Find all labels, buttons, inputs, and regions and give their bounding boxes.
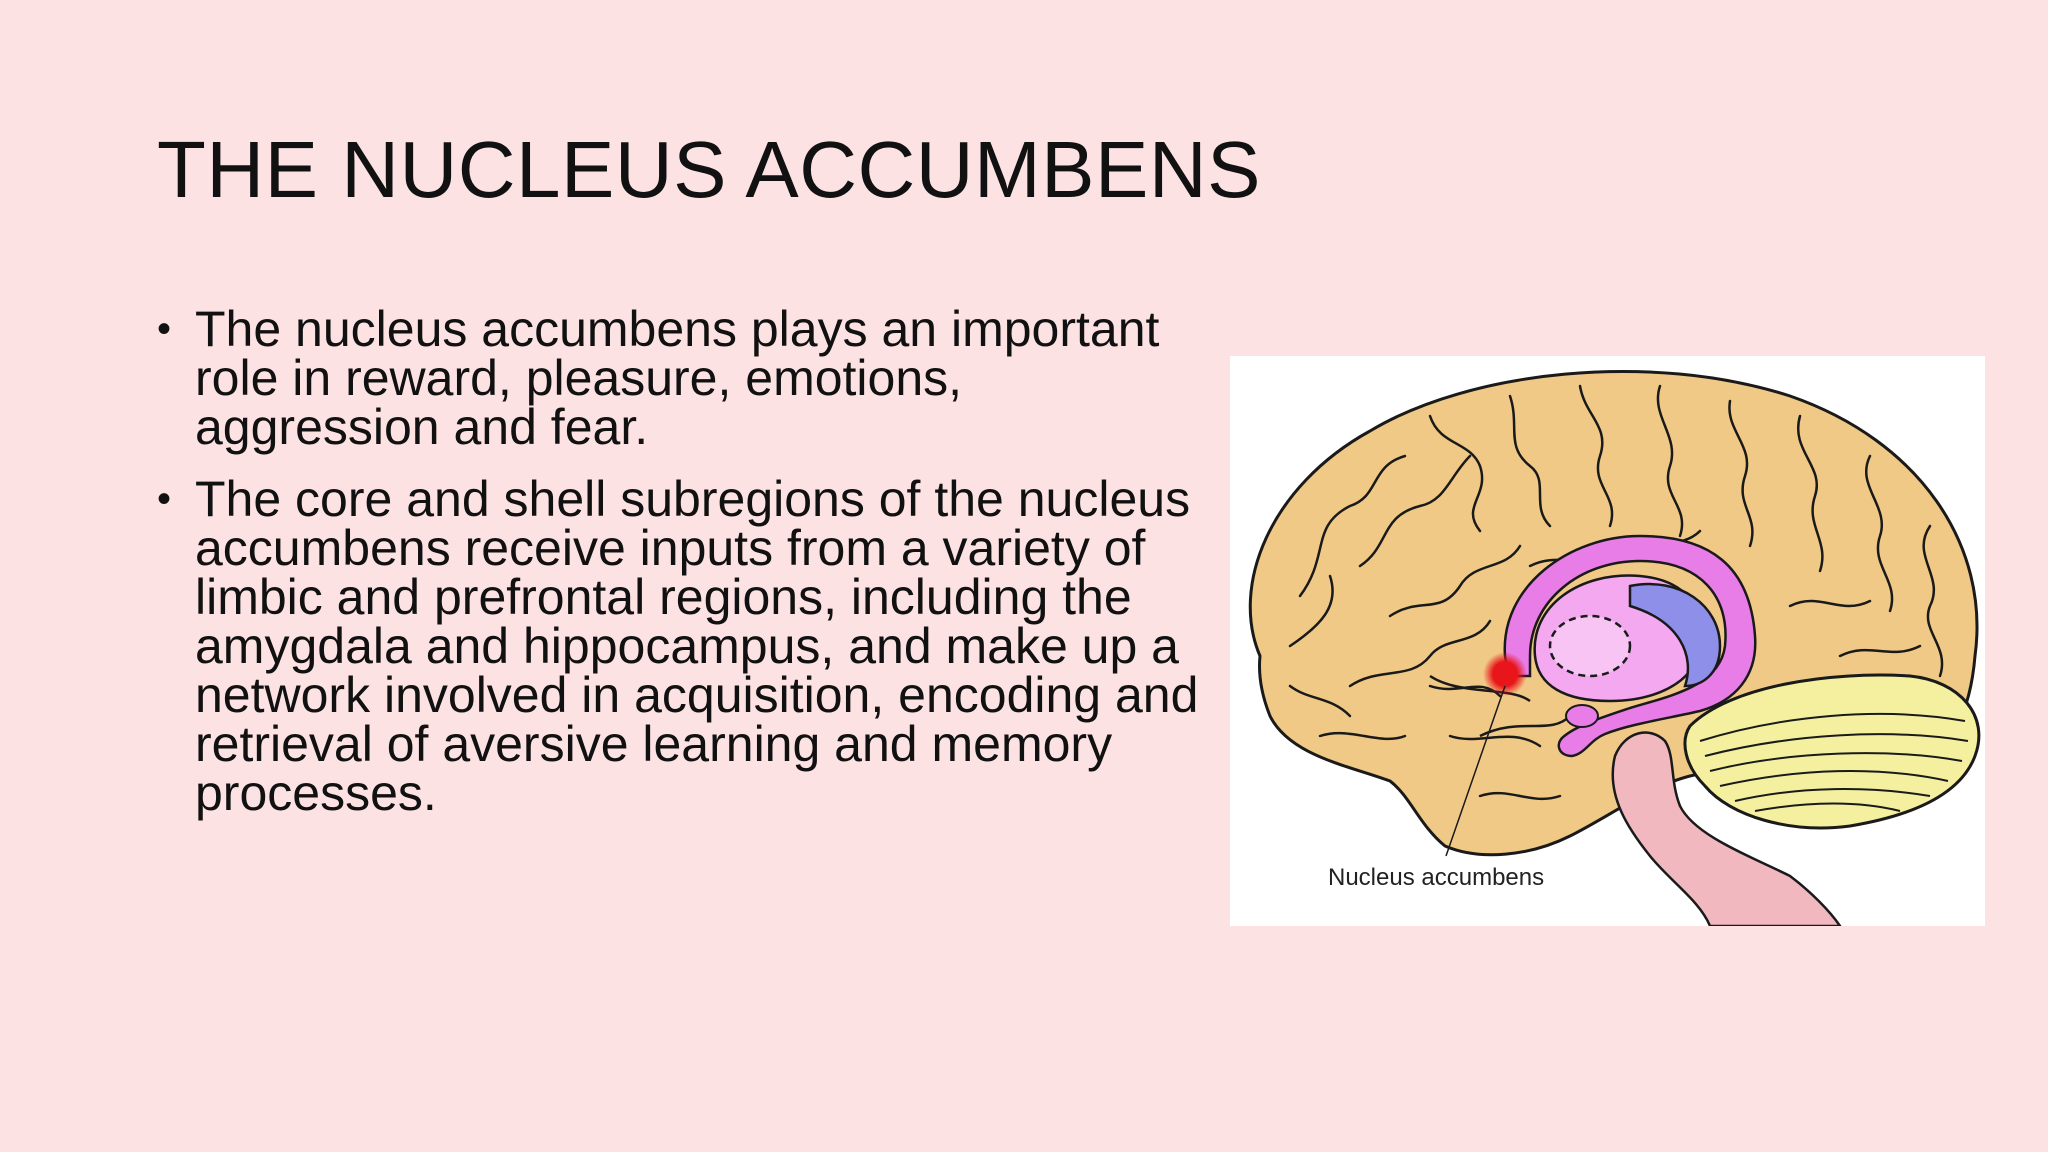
bullet-text: The core and shell subregions of the nuc… [195,471,1199,821]
bullet-dot-icon: • [157,477,172,521]
cerebellum-shape [1683,673,1981,830]
bullet-text: The nucleus accumbens plays an important… [195,301,1160,455]
bullet-dot-icon: • [157,307,172,351]
ventricle-arc [1503,534,1757,758]
blue-region [1628,582,1722,688]
gyri-lines [1288,384,1944,801]
label-leader-line [1445,685,1506,857]
bullet-item: • The core and shell subregions of the n… [157,474,1217,818]
dashed-oval [1548,614,1632,678]
brain-illustration [1248,369,1981,926]
brain-diagram: Nucleus accumbens [1230,356,1985,926]
cerebellum-folia [1699,712,1969,812]
small-node [1565,704,1599,728]
bullet-list: • The nucleus accumbens plays an importa… [157,304,1217,841]
brainstem-shape [1611,731,1842,926]
figure-label: Nucleus accumbens [1328,864,1545,891]
bullet-item: • The nucleus accumbens plays an importa… [157,304,1217,452]
lower-lines [1429,674,1571,738]
slide-title: THE NUCLEUS ACCUMBENS [157,125,1262,214]
nucleus-accumbens-dot [1483,652,1527,696]
